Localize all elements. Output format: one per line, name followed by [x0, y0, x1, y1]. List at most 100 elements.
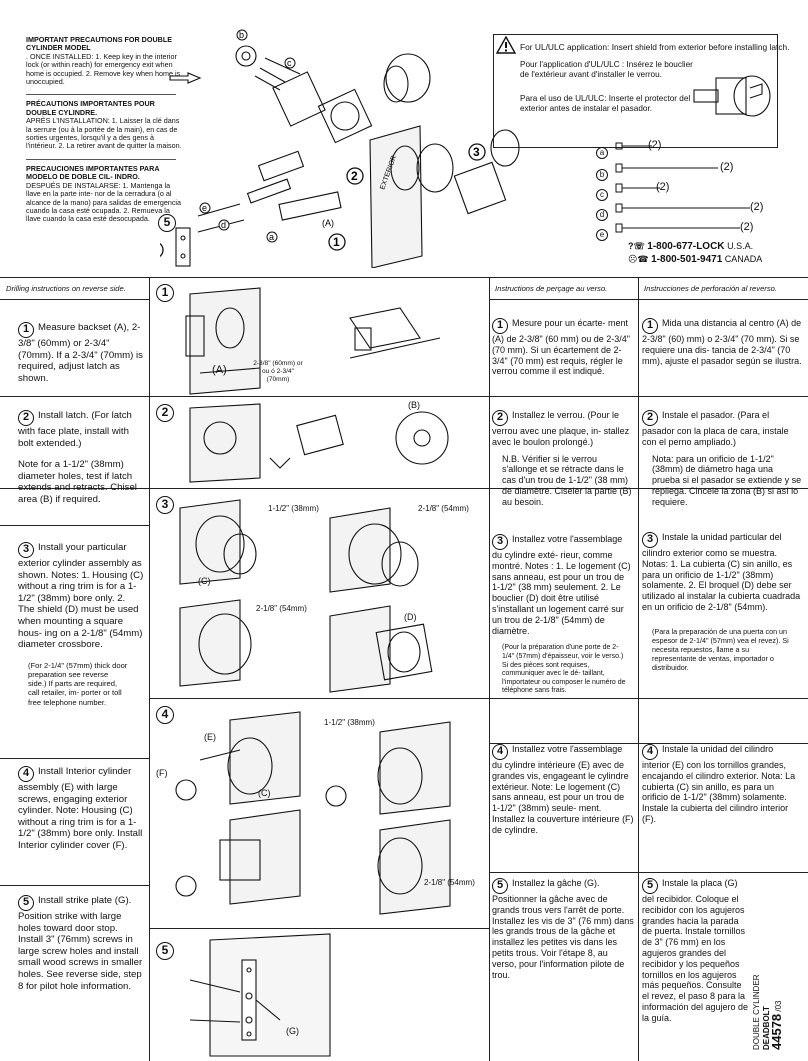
divider: [0, 758, 149, 759]
figure-2-number: 2: [156, 404, 174, 422]
step-text: Install your particular exterior cylinde…: [18, 542, 144, 651]
screw-b-qty: (2): [720, 161, 734, 173]
step-number: 1: [642, 318, 658, 334]
divider: [489, 872, 808, 873]
precautions-panel: IMPORTANT PRECAUTIONS FOR DOUBLE CYLINDE…: [26, 35, 182, 232]
step-5-marker: 5: [158, 214, 176, 232]
figure-3-number: 3: [156, 496, 174, 514]
divider: [149, 698, 808, 699]
figure-1-number: 1: [156, 284, 174, 302]
screw-b-icon: [615, 163, 718, 173]
screw-c-icon: [615, 183, 660, 193]
screw-c: c (2): [596, 181, 796, 201]
step-note: (Para la preparación de una puerta con u…: [652, 626, 789, 672]
step-note: N.B. Vérifier si le verrou s'allonge et …: [502, 453, 632, 507]
divider: [0, 488, 808, 489]
step-3-marker: 3: [473, 145, 480, 159]
precautions-fr: PRÉCAUTIONS IMPORTANTES POUR DOUBLE CYLI…: [26, 100, 182, 150]
precautions-en-title: IMPORTANT PRECAUTIONS FOR DOUBLE CYLINDE…: [26, 35, 173, 53]
divider: [489, 278, 490, 1061]
precautions-en: IMPORTANT PRECAUTIONS FOR DOUBLE CYLINDE…: [26, 35, 182, 87]
contact-us: ?☏ 1-800-677-LOCK U.S.A.: [628, 240, 762, 253]
step-number: 3: [18, 542, 34, 558]
screw-c-qty: (2): [656, 181, 670, 193]
precautions-es-title: PRECAUCIONES IMPORTANTES PARA MODELO DE …: [26, 163, 160, 182]
fig1-a-label: (A): [212, 364, 227, 376]
precautions-es-body: DESPUÉS DE INSTALARSE: 1. Mantenga la ll…: [26, 180, 182, 224]
screw-e: e (2): [596, 221, 796, 241]
step-text: Installez le verrou. (Pour le verrou ave…: [492, 410, 630, 447]
step-note: Note for a 1-1/2" (38mm) diameter holes,…: [18, 459, 137, 505]
screw-a: a (2): [596, 139, 796, 159]
divider: [149, 928, 489, 929]
divider: [149, 278, 150, 1061]
svg-text:c: c: [287, 58, 292, 68]
fig1-dims-label: 2-3/8" (60mm) or ou ó 2-3/4" (70mm): [253, 360, 303, 383]
step-note: Nota: para un orificio de 1-1/2" (38mm) …: [652, 453, 802, 507]
step-number: 2: [492, 410, 508, 426]
step-text: Instale la unidad del cilindro interior …: [642, 744, 796, 824]
divider: [489, 743, 808, 744]
part-line1: DOUBLE CYLINDER: [752, 974, 761, 1050]
step-number: 5: [642, 878, 658, 894]
header-en: Drilling instructions on reverse side.: [6, 284, 126, 293]
warning-fr: Pour l'application d'UL/ULC : Insérez le…: [520, 60, 693, 79]
screw-d-icon: [615, 203, 750, 213]
screw-d-qty: (2): [750, 201, 764, 213]
step-number: 2: [18, 410, 34, 426]
instruction-grid: Drilling instructions on reverse side. I…: [0, 278, 808, 1061]
phone-icon: ☹☎: [628, 254, 649, 264]
step-note: (For 2-1/4" (57mm) thick door preparatio…: [28, 660, 128, 707]
step-number: 3: [642, 532, 658, 548]
step-text: Instale la placa (G) del recibidor. Colo…: [642, 878, 749, 1023]
step-text: Install strike plate (G). Position strik…: [18, 895, 143, 992]
fig4-c-label: (C): [258, 788, 271, 798]
part-rev: /03: [774, 1000, 783, 1012]
top-section: IMPORTANT PRECAUTIONS FOR DOUBLE CYLINDE…: [0, 0, 808, 278]
question-phone-icon: ?☏: [628, 241, 645, 251]
precautions-fr-title: PRÉCAUTIONS IMPORTANTES POUR DOUBLE CYLI…: [26, 99, 155, 117]
figure-2-latch-illustration: [189, 403, 449, 483]
step-text: Installez la gâche (G). Positionner la g…: [492, 878, 634, 980]
screw-b: b (2): [596, 161, 796, 181]
screw-a-icon: [615, 142, 652, 150]
step-2-marker: 2: [351, 169, 358, 183]
step-number: 5: [18, 895, 34, 911]
step-text: Install Interior cylinder assembly (E) w…: [18, 766, 143, 851]
fig4-54-label: 2-1/8" (54mm): [424, 878, 475, 887]
step-text: Mesure pour un écarte- ment (A) de 2-3/8…: [492, 318, 630, 377]
figure-1-backset-illustration: [185, 287, 441, 395]
step-number: 1: [18, 322, 34, 338]
figure-3-exterior-cylinder-illustration: [179, 499, 433, 693]
svg-text:e: e: [202, 203, 207, 213]
contact-ca: ☹☎ 1-800-501-9471 CANADA: [628, 253, 762, 266]
warning-en: For UL/ULC application: Insert shield fr…: [520, 42, 790, 52]
divider: [0, 396, 808, 397]
step-number: 5: [492, 878, 508, 894]
step-number: 3: [492, 534, 508, 550]
precautions-en-body: . ONCE INSTALLED: 1. Keep key in the int…: [26, 51, 181, 87]
header-es: Instrucciones de perforación al reverso.: [644, 284, 777, 293]
fig4-38-label: 1-1/2" (38mm): [324, 718, 375, 727]
fig4-f-label: (F): [156, 768, 168, 778]
part-number: 44578: [769, 1013, 784, 1050]
svg-text:(A): (A): [322, 218, 334, 228]
ul-warning-box: [493, 34, 778, 148]
exploded-assembly-illustration: 2 1 3 b c e d a (A) EXTERIOR: [160, 29, 520, 268]
svg-text:b: b: [239, 30, 244, 40]
shield-insert-illustration: [693, 75, 771, 117]
divider: [0, 885, 149, 886]
fig2-b-label: (B): [408, 400, 420, 410]
ca-phone: 1-800-501-9471: [651, 254, 723, 265]
